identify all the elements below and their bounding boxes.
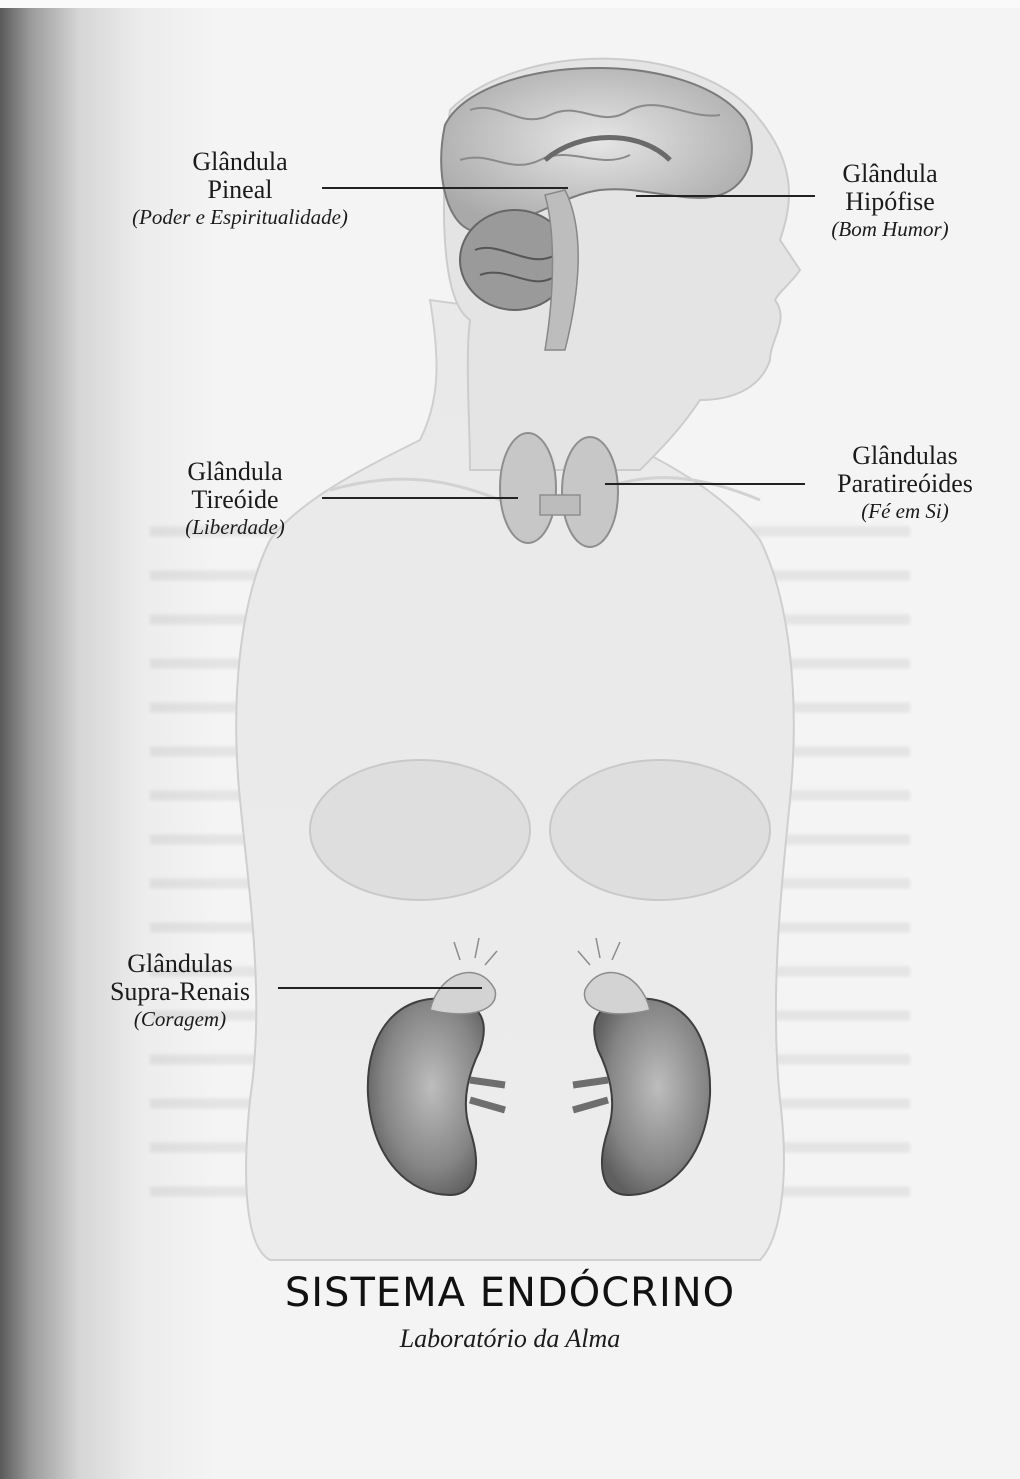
caption-title: SISTEMA ENDÓCRINO	[240, 1270, 780, 1316]
pineal-meaning: (Poder e Espiritualidade)	[95, 206, 385, 229]
pineal-name-line1: Glândula	[95, 148, 385, 176]
tireoide-name-line1: Glândula	[150, 458, 320, 486]
paratireoides-meaning: (Fé em Si)	[810, 500, 1000, 523]
label-pineal-gland: Glândula Pineal (Poder e Espiritualidade…	[95, 148, 385, 229]
label-parathyroid-glands: Glândulas Paratireóides (Fé em Si)	[810, 442, 1000, 523]
pineal-name-line2: Pineal	[95, 176, 385, 204]
head-profile	[441, 59, 800, 470]
tireoide-name-line2: Tireóide	[150, 486, 320, 514]
caption-subtitle: Laboratório da Alma	[290, 1324, 730, 1354]
suprarenais-meaning: (Coragem)	[80, 1008, 280, 1031]
paratireoides-name-line1: Glândulas	[810, 442, 1000, 470]
label-adrenal-glands: Glândulas Supra-Renais (Coragem)	[80, 950, 280, 1031]
hipofise-name-line2: Hipófise	[800, 188, 980, 216]
suprarenais-name-line1: Glândulas	[80, 950, 280, 978]
hipofise-name-line1: Glândula	[800, 160, 980, 188]
suprarenais-name-line2: Supra-Renais	[80, 978, 280, 1006]
label-thyroid-gland: Glândula Tireóide (Liberdade)	[150, 458, 320, 539]
paratireoides-name-line2: Paratireóides	[810, 470, 1000, 498]
label-pituitary-gland: Glândula Hipófise (Bom Humor)	[800, 160, 980, 241]
hipofise-meaning: (Bom Humor)	[800, 218, 980, 241]
tireoide-meaning: (Liberdade)	[150, 516, 320, 539]
